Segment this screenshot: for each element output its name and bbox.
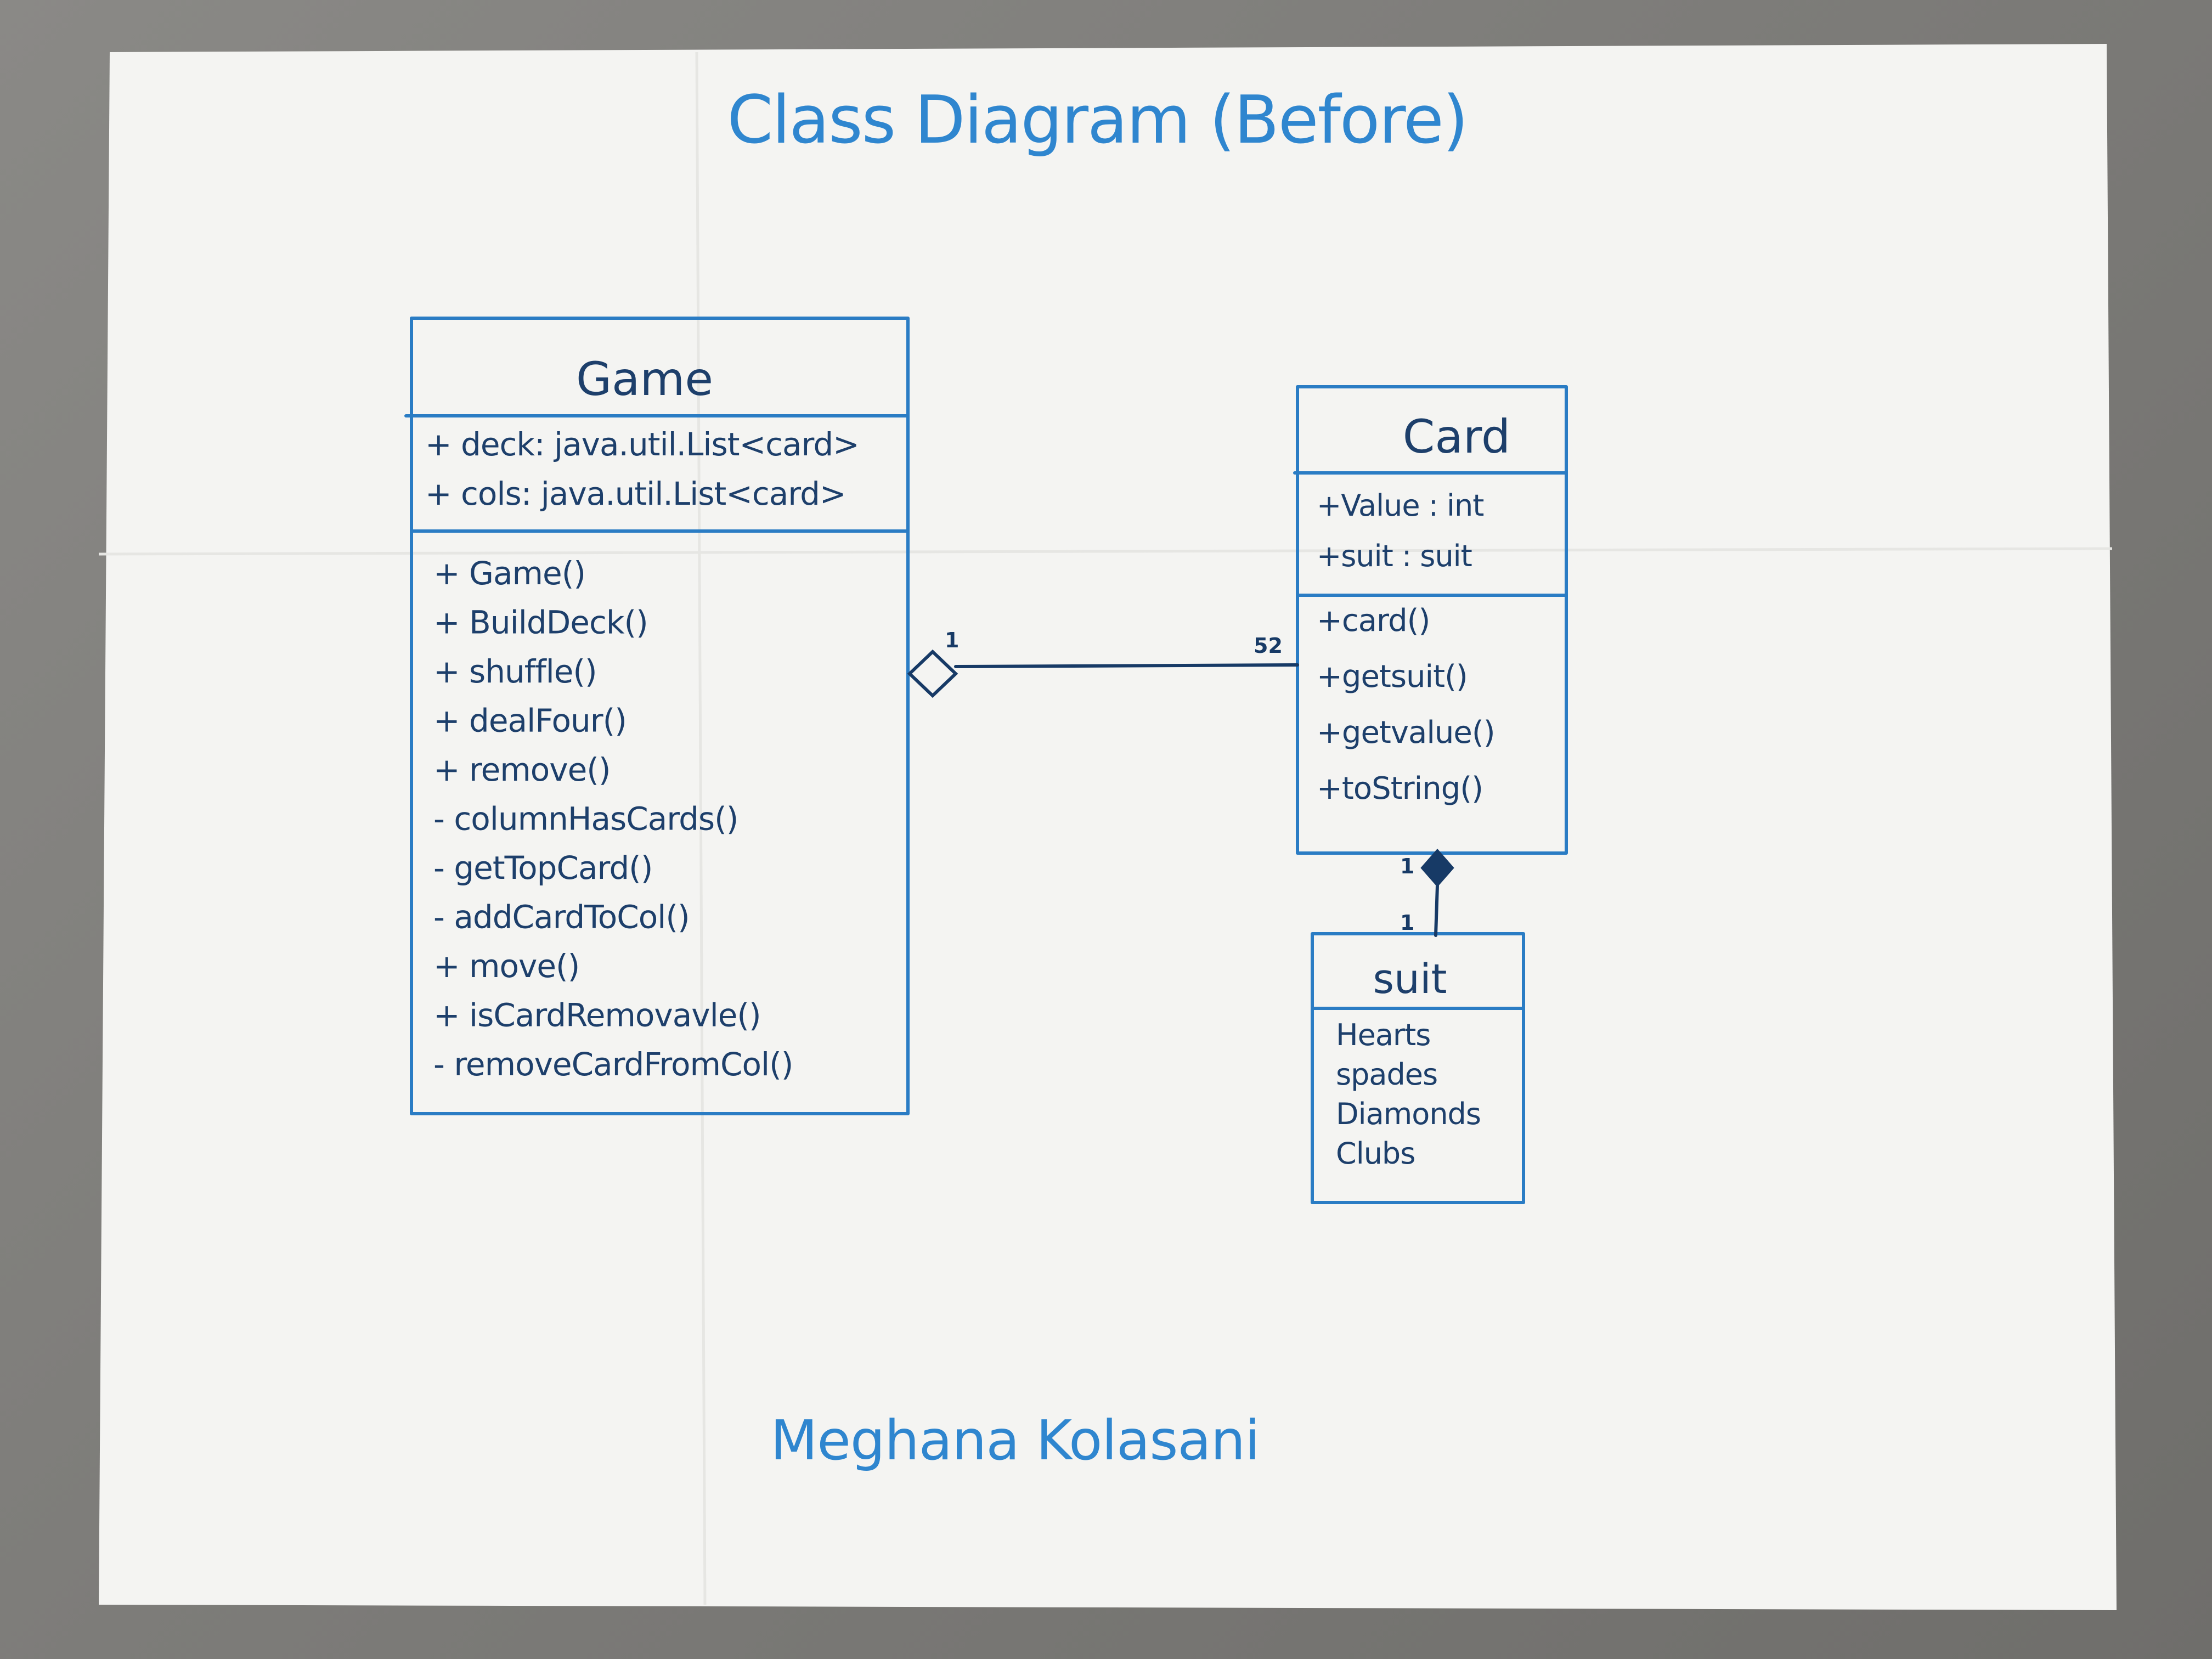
aggregation-line — [954, 663, 1299, 668]
class-card-methods: +card() +getsuit() +getvalue() +toString() — [1317, 603, 1496, 806]
class-card-method: +toString() — [1317, 771, 1483, 806]
class-game-methods: + Game() + BuildDeck() + shuffle() + dealFo… — [433, 555, 793, 1083]
class-game-attribute: + deck: java.util.List<card> — [425, 426, 859, 463]
multiplicity-suit-end: 1 — [1400, 911, 1414, 935]
class-card-method: +getvalue() — [1317, 715, 1495, 751]
class-suit-name: suit — [1373, 956, 1447, 1003]
multiplicity-card-end: 1 — [1400, 854, 1414, 878]
class-game-method: + move() — [433, 947, 579, 985]
paper-sheet — [99, 44, 2117, 1610]
aggregation-diamond — [907, 649, 958, 698]
class-suit-value: spades — [1336, 1057, 1437, 1092]
composition-line — [1434, 884, 1439, 937]
class-game-method: + Game() — [433, 555, 585, 592]
class-suit-value: Diamonds — [1336, 1097, 1481, 1131]
class-card-attribute: +suit : suit — [1317, 539, 1472, 573]
class-card-name: Card — [1403, 410, 1511, 464]
class-game-box — [410, 317, 910, 1115]
class-game-attribute: + cols: java.util.List<card> — [425, 475, 846, 512]
class-game-method: + dealFour() — [433, 702, 627, 740]
diagram-title: Class Diagram (Before) — [727, 82, 1467, 159]
class-game: Game + deck: java.util.List<card> + cols:… — [404, 317, 910, 1115]
class-game-method: + shuffle() — [433, 653, 597, 690]
relation-aggregation: 1 52 — [907, 628, 1299, 698]
class-card-method: +getsuit() — [1317, 659, 1468, 695]
paper-fold — [98, 547, 2113, 556]
class-game-method: - columnHasCards() — [433, 800, 738, 838]
class-game-method: + remove() — [433, 751, 611, 788]
class-game-method: - getTopCard() — [433, 849, 652, 887]
class-game-method: + BuildDeck() — [433, 604, 648, 641]
class-game-attributes: + deck: java.util.List<card> + cols: java… — [425, 426, 860, 512]
class-card-box — [1296, 385, 1568, 855]
class-card-attribute: +Value : int — [1317, 488, 1483, 523]
class-game-method: - removeCardFromCol() — [433, 1046, 793, 1083]
class-game-method: + isCardRemovavle() — [433, 997, 761, 1034]
author-signature: Meghana Kolasani — [770, 1408, 1260, 1472]
class-game-method: - addCardToCol() — [433, 899, 690, 936]
class-card-method: +card() — [1317, 603, 1430, 639]
paper-fold — [695, 52, 707, 1605]
multiplicity-card: 52 — [1254, 634, 1283, 658]
class-game-name: Game — [576, 352, 713, 406]
class-card: Card +Value : int +suit : suit +card() +ge… — [1293, 385, 1568, 855]
class-suit-value: Clubs — [1336, 1136, 1415, 1171]
class-suit-box — [1311, 932, 1525, 1204]
class-suit-value: Hearts — [1336, 1018, 1430, 1052]
relation-composition: 1 1 — [1400, 848, 1454, 937]
multiplicity-game: 1 — [945, 628, 959, 652]
class-card-attributes: +Value : int +suit : suit — [1317, 488, 1484, 573]
